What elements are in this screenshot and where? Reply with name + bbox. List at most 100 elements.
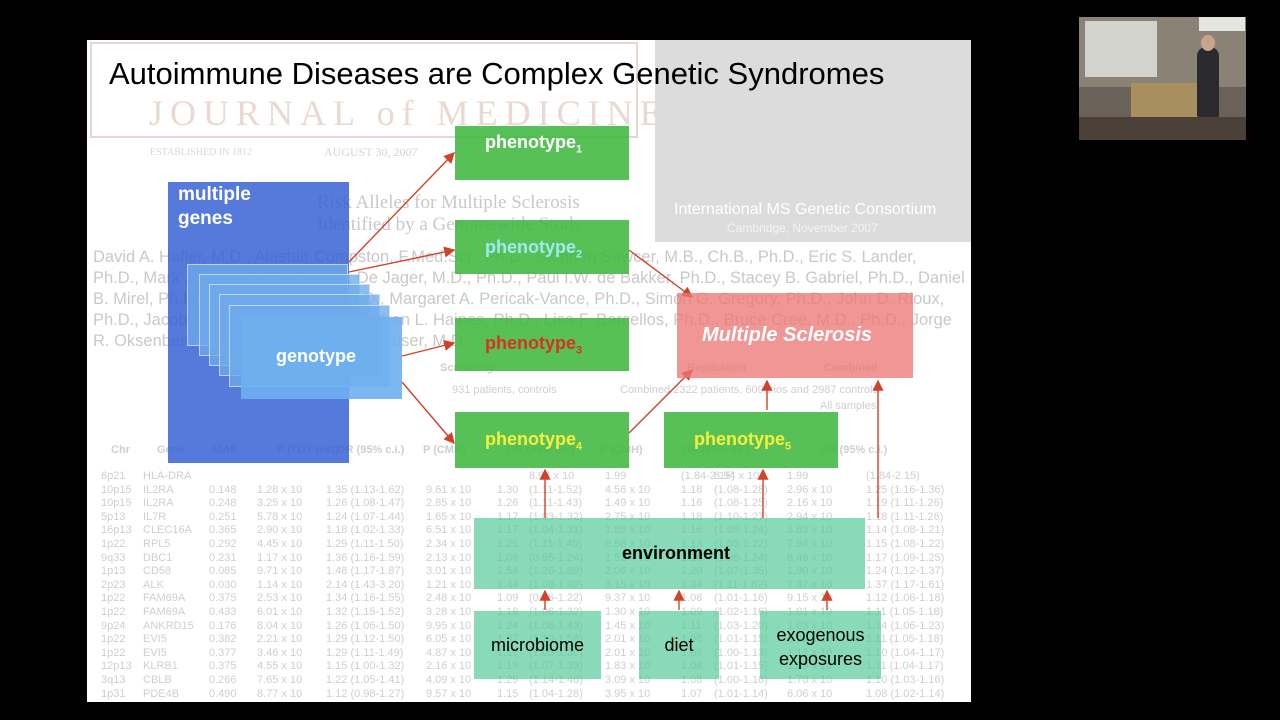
table-cell: 1.18 (1.02-1.33)	[326, 524, 405, 537]
phenotype-1-label: phenotype	[485, 132, 577, 152]
table-cell: 1.37 (1.17-1.61)	[866, 578, 945, 591]
table-cell: 0.231	[209, 551, 237, 564]
table-cell: CD58	[143, 565, 172, 578]
table-cell: 6.01 x 10	[257, 606, 303, 618]
table-cell: IL7R	[143, 510, 167, 523]
table-cell: (1.03-1.20)	[714, 619, 768, 632]
table-cell: 1.15	[497, 687, 519, 700]
table-cell: (1.01-1.15)	[714, 633, 768, 646]
phenotype-5-box: phenotype5	[664, 412, 838, 468]
arrow-phenotype4-to-ms	[628, 369, 693, 434]
table-cell: 1.14 (1.08-1.21)	[866, 524, 945, 537]
table-cell: 0.148	[209, 483, 237, 496]
table-cell: 1.10 (1.04-1.17)	[866, 646, 945, 659]
table-cell: 1p22	[101, 633, 126, 646]
table-cell: (1.01-1.16)	[714, 592, 768, 605]
table-cell: 3.28 x 10	[426, 606, 472, 618]
table-cell: 1.65 x 10	[426, 510, 472, 523]
table-cell: 6.05 x 10	[426, 633, 472, 646]
table-cell: 1.11 (1.05-1.18)	[866, 633, 944, 646]
journal-date: AUGUST 30, 2007	[324, 145, 418, 159]
table-cell: 2.16 x 10	[787, 497, 833, 510]
table-cell: 1.12 (1.06-1.18)	[866, 592, 945, 605]
table-cell: (1.00-1.16)	[714, 674, 768, 686]
table-cell: 1.07	[681, 687, 703, 700]
table-cell: (1.01-1.15)	[714, 660, 768, 673]
table-cell: 6p21	[101, 470, 126, 482]
presenter-video[interactable]	[1079, 17, 1246, 140]
arrow-genotype-to-phenotype4	[401, 381, 455, 445]
table-cell: (1.11-1.52)	[529, 483, 582, 496]
table-cell: 1.25 (1.16-1.36)	[866, 483, 945, 496]
table-cell: IL2RA	[143, 483, 174, 496]
photo-subcaption: Cambridge, November 2007	[727, 221, 878, 235]
table-cell: 4.09 x 10	[426, 674, 472, 686]
table-cell: 1.99	[605, 470, 627, 482]
multiple-sclerosis-label: Multiple Sclerosis	[702, 324, 873, 346]
table-cell: FAM69A	[143, 606, 186, 618]
table-cell: 0.382	[209, 633, 237, 646]
video-floor	[1079, 117, 1246, 140]
table-cell: 8.77 x 10	[257, 687, 303, 700]
table-cell: (1.04-1.28)	[529, 687, 583, 700]
table-cell: 12p13	[101, 660, 132, 673]
slide: JOURNAL of MEDICINE ESTABLISHED IN 1812 …	[87, 40, 971, 702]
phenotype-3-subscript: 3	[576, 344, 583, 357]
table-cell: 3.46 x 10	[257, 646, 303, 659]
table-cell: 0.266	[209, 674, 237, 686]
table-cell: 9p24	[101, 619, 126, 632]
table-cell: 10p15	[101, 497, 132, 510]
table-cell: 3.95 x 10	[605, 687, 651, 700]
arrow-genes-to-phenotype2	[348, 246, 456, 273]
table-cell: 1.35 (1.13-1.62)	[326, 483, 405, 496]
table-cell: 3.09 x 10	[605, 674, 651, 686]
table-cell: 1.99	[787, 470, 809, 482]
table-cell: 1.29 (1.11-1.49)	[326, 646, 404, 659]
table-cell: EVI5	[143, 646, 167, 659]
table-cell: 9.15 x 10	[787, 592, 833, 605]
table-cell: (1.84-2.15)	[681, 470, 735, 482]
microbiome-box: microbiome	[474, 611, 601, 679]
table-cell: 2.14 (1.43-3.20)	[326, 578, 405, 591]
table-cell: 3.01 x 10	[426, 565, 472, 578]
table-cell: 4.55 x 10	[257, 660, 303, 673]
table-cell: 10p15	[101, 483, 132, 496]
table-sample-head: 931 patients, controls	[452, 384, 557, 396]
table-cell: 0.176	[209, 619, 237, 632]
video-presenter	[1197, 47, 1219, 117]
table-cell: 1.11 (1.04-1.17)	[866, 660, 944, 673]
table-cell: 1.15 (1.00-1.32)	[326, 660, 405, 673]
diet-box: diet	[639, 611, 719, 679]
table-cell: 0.030	[209, 578, 237, 591]
table-cell: 2.16 x 10	[426, 660, 472, 673]
photo-caption: International MS Genetic Consortium	[674, 201, 937, 218]
exogenous-exposures-box: exogenous exposures	[760, 611, 881, 679]
table-cell: 1.11 (1.05-1.18)	[866, 606, 944, 618]
table-cell: 8.94 x 10	[714, 470, 760, 482]
table-cell: 1.28 x 10	[257, 483, 303, 496]
table-cell: 6.06 x 10	[787, 687, 833, 700]
table-sample-head: All samples	[820, 400, 877, 412]
diet-label: diet	[664, 635, 694, 655]
table-cell: 2.96 x 10	[787, 483, 833, 496]
phenotype-4-label: phenotype	[485, 429, 577, 449]
table-cell: 1.19 (1.11-1.26)	[866, 497, 944, 510]
phenotype-5-subscript: 5	[785, 440, 792, 453]
table-cell: 5p13	[101, 510, 126, 523]
table-cell: (1.00-1.13)	[714, 646, 768, 659]
table-cell: 2.34 x 10	[426, 538, 472, 550]
table-cell: HLA-DRA	[143, 470, 192, 482]
phenotype-2-label: phenotype	[485, 237, 577, 257]
table-cell: 0.375	[209, 592, 237, 605]
table-cell: 8.04 x 10	[257, 619, 303, 632]
table-cell: 1.18 (1.11-1.26)	[866, 510, 944, 523]
phenotype-4-box: phenotype4	[455, 412, 629, 468]
table-cell: 1.08 (1.02-1.14)	[866, 687, 945, 700]
table-cell: 2.13 x 10	[426, 551, 472, 564]
video-projection-screen	[1085, 21, 1157, 77]
table-cell: 0.377	[209, 646, 237, 659]
